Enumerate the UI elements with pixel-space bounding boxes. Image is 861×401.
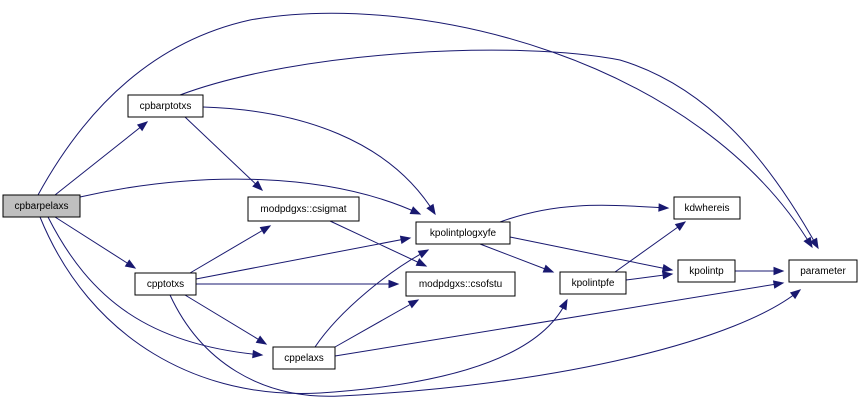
- node-label: kpolintplogxyfe: [430, 228, 497, 239]
- edge-cpptotxs-to-csofstu: [196, 279, 400, 289]
- node-label: cpptotxs: [147, 279, 184, 290]
- arrowhead: [259, 225, 272, 235]
- node-box: [2, 194, 81, 218]
- arrowhead: [417, 249, 430, 259]
- node-cpbarptotxs[interactable]: cpbarptotxs: [127, 94, 204, 118]
- node-kpolintpfe[interactable]: kpolintpfe: [559, 271, 627, 295]
- node-box: [673, 196, 741, 220]
- edge-kpolintpfe-to-kdwhereis: [614, 221, 687, 273]
- node-cpbarpelaxs[interactable]: cpbarpelaxs: [2, 194, 81, 218]
- node-box: [134, 272, 197, 296]
- arrowhead: [407, 299, 420, 309]
- arrowhead: [252, 180, 264, 191]
- edge-cppelaxs-to-parameter: [334, 280, 785, 357]
- arrowhead: [388, 279, 400, 289]
- node-cpptotxs[interactable]: cpptotxs: [134, 272, 197, 296]
- edge-cpptotxs-to-cppelaxs: [184, 294, 268, 345]
- node-kpolintplogxyfe[interactable]: kpolintplogxyfe: [415, 221, 511, 245]
- edge-kpolintp-to-parameter: [735, 266, 785, 276]
- node-label: modpdgxs::csigmat: [260, 204, 346, 215]
- arrowhead: [789, 289, 802, 300]
- node-label: cppelaxs: [284, 353, 323, 364]
- arrowhead: [399, 235, 412, 244]
- edge-cpbarpelaxs-to-cppelaxs: [47, 216, 264, 359]
- arrowhead: [255, 335, 268, 345]
- node-label: modpdgxs::csofstu: [419, 279, 502, 290]
- node-label: cpbarpelaxs: [15, 201, 69, 212]
- node-box: [127, 94, 204, 118]
- edge-cpptotxs-to-parameter: [169, 289, 802, 397]
- node-parameter[interactable]: parameter: [788, 259, 858, 283]
- arrowhead: [662, 271, 674, 280]
- node-kdwhereis[interactable]: kdwhereis: [673, 196, 741, 220]
- node-box: [788, 259, 858, 283]
- node-box: [415, 221, 511, 245]
- edge-cpbarpelaxs-to-kpolintplogxyfe: [79, 178, 422, 215]
- node-csigmat[interactable]: modpdgxs::csigmat: [247, 196, 360, 222]
- edge-csigmat-to-csofstu: [329, 220, 428, 267]
- node-label: kpolintp: [689, 266, 724, 277]
- edge-cpbarpelaxs-to-kpolintpfe: [39, 216, 568, 395]
- edge-kpolintplogxyfe-to-kpolintp: [509, 236, 674, 273]
- arrowhead: [415, 258, 428, 267]
- arrowhead: [558, 298, 568, 311]
- edge-cppelaxs-to-kpolintplogxyfe: [314, 249, 430, 348]
- node-box: [677, 259, 736, 283]
- node-label: cpbarptotxs: [140, 101, 192, 112]
- edge-cpptotxs-to-csigmat: [189, 225, 272, 274]
- edge-cpbarptotxs-to-csigmat: [184, 116, 264, 191]
- arrowhead: [809, 237, 819, 250]
- arrowhead: [658, 203, 670, 212]
- node-cppelaxs[interactable]: cppelaxs: [272, 346, 336, 370]
- nodes-layer: cpbarpelaxs cpbarptotxs cpptotxs cppelaxs mo…: [2, 94, 858, 370]
- node-label: parameter: [800, 266, 846, 277]
- node-box: [272, 346, 336, 370]
- node-label: kdwhereis: [684, 203, 729, 214]
- edge-kpolintpfe-to-kpolintp: [625, 271, 674, 281]
- node-kpolintp[interactable]: kpolintp: [677, 259, 736, 283]
- edge-kpolintplogxyfe-to-kpolintpfe: [479, 243, 555, 273]
- edges-layer: [37, 12, 819, 397]
- edge-cpbarpelaxs-to-cpptotxs: [54, 216, 137, 269]
- edge-cpbarptotxs-to-kpolintplogxyfe: [202, 106, 436, 216]
- arrowhead: [773, 266, 785, 276]
- edge-cpbarptotxs-to-parameter: [179, 49, 819, 250]
- edge-cppelaxs-to-csofstu: [334, 299, 420, 348]
- arrowhead: [136, 121, 149, 132]
- arrowhead: [674, 221, 687, 231]
- node-csofstu[interactable]: modpdgxs::csofstu: [405, 271, 516, 297]
- arrowhead: [542, 264, 555, 273]
- edge-cpbarpelaxs-to-cpbarptotxs: [54, 121, 149, 196]
- arrowhead: [426, 203, 436, 216]
- node-box: [247, 196, 360, 222]
- node-label: kpolintpfe: [572, 278, 615, 289]
- edge-cpptotxs-to-kpolintplogxyfe: [195, 235, 412, 280]
- arrowhead: [252, 349, 264, 359]
- arrowhead: [661, 263, 674, 273]
- arrowhead: [409, 206, 422, 215]
- edge-kpolintplogxyfe-to-kdwhereis: [499, 203, 670, 223]
- arrowhead: [124, 259, 137, 269]
- arrowhead: [772, 280, 785, 289]
- node-box: [405, 271, 516, 297]
- node-box: [559, 271, 627, 295]
